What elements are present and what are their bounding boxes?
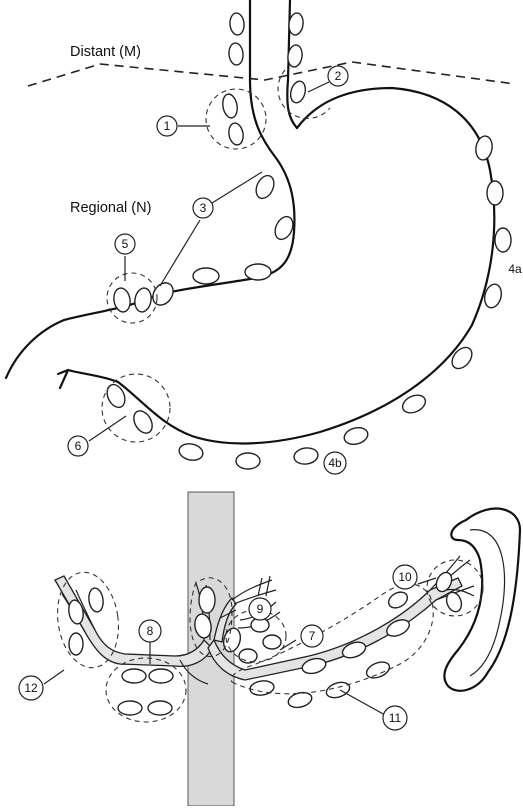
svg-text:4a: 4a xyxy=(508,262,522,276)
svg-text:3: 3 xyxy=(200,201,207,215)
svg-text:9: 9 xyxy=(257,602,264,616)
celiac-axis-diagram: 7 8 9 10 11 12 xyxy=(19,492,520,806)
station-3-label: 3 xyxy=(193,198,213,218)
svg-text:8: 8 xyxy=(147,624,154,638)
station-2-label: 2 xyxy=(328,66,348,86)
station-9-label: 9 xyxy=(249,598,271,620)
regional-label: Regional (N) xyxy=(70,200,151,216)
station-1-label: 1 xyxy=(157,116,177,136)
station-8-label: 8 xyxy=(139,620,161,642)
svg-text:7: 7 xyxy=(309,629,316,643)
svg-text:11: 11 xyxy=(389,711,402,725)
stomach-nodes xyxy=(104,12,511,469)
svg-text:4b: 4b xyxy=(328,456,342,470)
svg-text:10: 10 xyxy=(398,570,412,584)
station-4a-label: 4a xyxy=(508,262,522,276)
svg-text:5: 5 xyxy=(122,237,129,251)
stomach-diagram: 1 2 3 4a 4b 5 6 Distant (M) Regional (N) xyxy=(6,0,522,474)
svg-text:2: 2 xyxy=(335,69,342,83)
station-8-region xyxy=(106,658,186,722)
splenic-artery xyxy=(208,578,462,680)
station-4b-label: 4b xyxy=(324,452,346,474)
distant-label: Distant (M) xyxy=(70,44,141,60)
celiac-nodes xyxy=(67,570,464,715)
station-12-label: 12 xyxy=(19,676,43,700)
svg-text:6: 6 xyxy=(75,439,82,453)
distant-boundary-line xyxy=(28,62,515,86)
station-7-label: 7 xyxy=(301,625,323,647)
svg-text:12: 12 xyxy=(24,681,38,695)
station-5-label: 5 xyxy=(115,234,135,254)
station-11-label: 11 xyxy=(383,706,407,730)
svg-text:1: 1 xyxy=(164,119,171,133)
esophagus-left-wall xyxy=(250,0,294,232)
station-10-label: 10 xyxy=(393,565,417,589)
station-6-label: 6 xyxy=(68,436,88,456)
